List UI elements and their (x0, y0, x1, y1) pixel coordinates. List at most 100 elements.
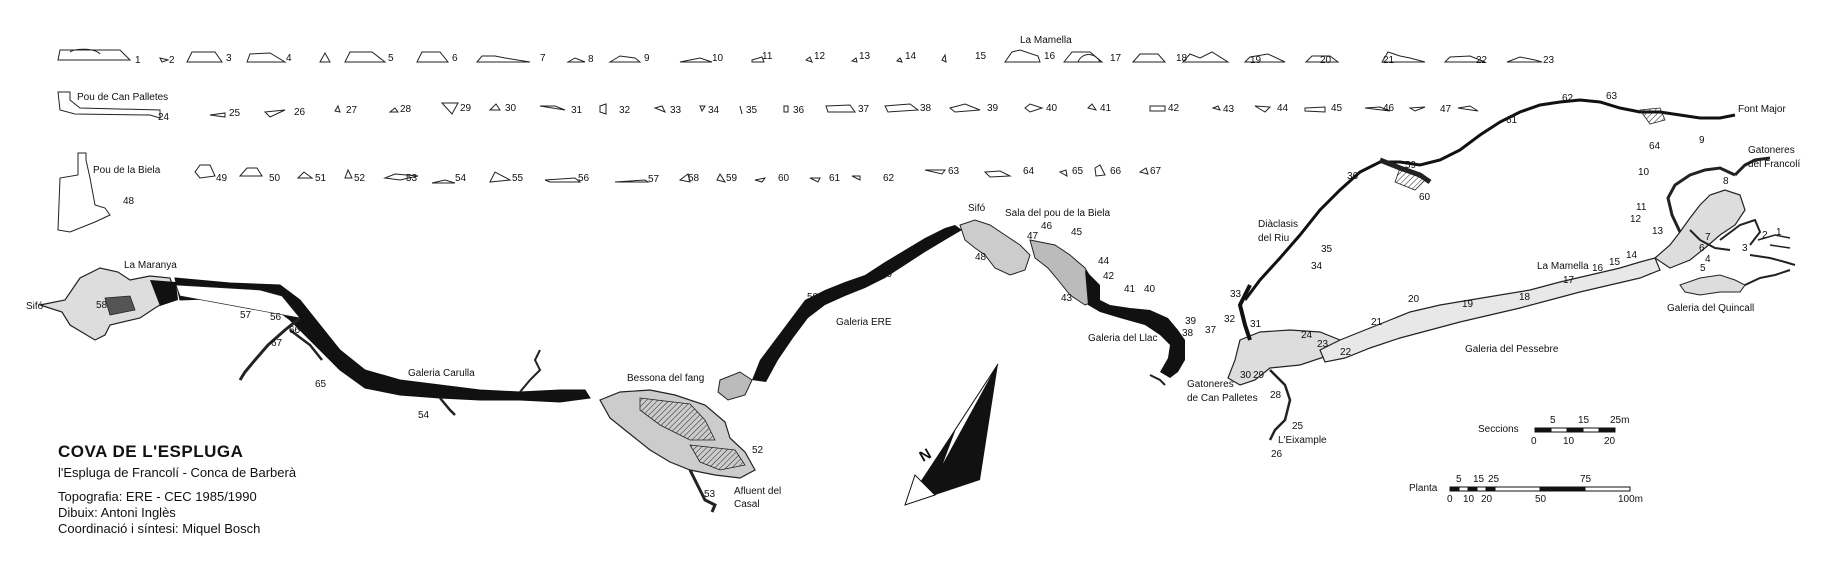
plan-number: 58 (96, 300, 108, 311)
plan-number: 66 (289, 325, 301, 336)
plan-number: 5 (1700, 263, 1706, 274)
section-number: 63 (948, 166, 960, 177)
plan-number: 41 (1124, 284, 1136, 295)
plan-number: 56 (270, 312, 282, 323)
plan-number: 28 (1270, 390, 1282, 401)
plan-number: 9 (1699, 135, 1705, 146)
plan-number: 46 (1041, 221, 1053, 232)
section-number: 65 (1072, 166, 1084, 177)
plan-number: 37 (1205, 325, 1217, 336)
section-number: 8 (588, 54, 594, 65)
plan-number: 15 (1609, 257, 1621, 268)
plan-number: 12 (1630, 214, 1642, 225)
label-la-mamella: La Mamella (1537, 261, 1589, 272)
label-diaclasis-1: Diàclasis (1258, 219, 1299, 230)
sala-pou-biela (959, 219, 1031, 276)
section-number: 36 (793, 105, 805, 116)
label-galeria-quincall: Galeria del Quincall (1667, 303, 1755, 314)
plan-number: 64 (1649, 141, 1661, 152)
plan-number: 8 (1723, 176, 1729, 187)
plan-number: 38 (1182, 328, 1194, 339)
section-number: 16 (1044, 51, 1056, 62)
label-pou-biela: Pou de la Biela (93, 165, 161, 176)
plan-number: 50 (807, 292, 819, 303)
scale-planta-label: Planta (1409, 483, 1438, 494)
section-number: 10 (712, 53, 724, 64)
label-galeria-carulla: Galeria Carulla (408, 368, 475, 379)
gatoneres-can-palletes (1227, 329, 1341, 386)
scale-seccions-bottom: 20 (1604, 436, 1616, 447)
section-number: 56 (578, 173, 590, 184)
plan-number: 26 (1271, 449, 1283, 460)
section-number: 54 (455, 173, 467, 184)
label-galeria-ere: Galeria ERE (836, 317, 892, 328)
section-number: 17 (1110, 53, 1122, 64)
section-number: 43 (1223, 104, 1235, 115)
scale-planta-bottom: 0 (1447, 494, 1453, 505)
section-number: 21 (1383, 55, 1395, 66)
scale-planta (1449, 486, 1631, 492)
plan-number: 33 (1230, 289, 1242, 300)
plan-number: 3 (1742, 243, 1748, 254)
plan-number: 16 (1592, 263, 1604, 274)
plan-number: 17 (1563, 275, 1575, 286)
section-number: 35 (746, 105, 758, 116)
section-number: 37 (858, 104, 870, 115)
section-number: 52 (354, 173, 366, 184)
label-galeria-llac: Galeria del Llac (1088, 333, 1158, 344)
scale-planta-top: 25 (1488, 474, 1500, 485)
section-number: 19 (1250, 55, 1262, 66)
section-number: 58 (688, 173, 700, 184)
section-number: 6 (452, 53, 458, 64)
section-number: 23 (1543, 55, 1555, 66)
section-number: 29 (460, 103, 472, 114)
section-number: 48 (123, 196, 135, 207)
plan-number: 53 (704, 489, 716, 500)
plan-number: 60 (1419, 192, 1431, 203)
section-number: 66 (1110, 166, 1122, 177)
label-la-maranya: La Maranya (124, 260, 177, 271)
label-galeria-pessebre: Galeria del Pessebre (1465, 344, 1559, 355)
label-diaclasis-2: del Riu (1258, 233, 1290, 244)
plan-number: 52 (752, 445, 764, 456)
label-sifo-mid: Sifó (968, 203, 986, 214)
section-number: 38 (920, 103, 932, 114)
section-number: 61 (829, 173, 841, 184)
plan-number: 4 (1705, 254, 1711, 265)
section-number: 41 (1100, 103, 1112, 114)
plan-number: 13 (1652, 226, 1664, 237)
scale-planta-bottom: 50 (1535, 494, 1547, 505)
section-number: 50 (269, 173, 281, 184)
plan-number: 23 (1317, 339, 1329, 350)
plan-number: 14 (1626, 250, 1638, 261)
section-number: 33 (670, 105, 682, 116)
plan-number: 30 (1240, 370, 1252, 381)
plan-number: 21 (1371, 317, 1383, 328)
label-afluent-casal-1: Afluent del (734, 486, 782, 497)
section-number: 7 (540, 53, 546, 64)
plan-number: 57 (240, 310, 252, 321)
credit-coordinacio: Coordinació i síntesi: Miquel Bosch (58, 521, 261, 536)
section-number: 24 (158, 112, 170, 123)
section-number: 46 (1383, 103, 1395, 114)
section-number: 53 (406, 173, 418, 184)
section-number: 27 (346, 105, 358, 116)
label-font-major: Font Major (1738, 104, 1786, 115)
section-profiles-row1 (57, 48, 1543, 63)
scale-seccions-label: Seccions (1478, 424, 1519, 435)
plan-number: 62 (1562, 93, 1574, 104)
section-number: 32 (619, 105, 631, 116)
scale-seccions-top: 15 (1578, 415, 1590, 426)
section-number: 26 (294, 107, 306, 118)
section-number: 39 (987, 103, 999, 114)
label-gatoneres-francoli-1: Gatoneres (1748, 145, 1795, 156)
scale-planta-bottom: 100m (1618, 494, 1644, 505)
section-number: 31 (571, 105, 583, 116)
section-number: 55 (512, 173, 524, 184)
plan-number: 59 (1405, 160, 1417, 171)
plan-number: 47 (1027, 231, 1039, 242)
scale-planta-top: 5 (1456, 474, 1462, 485)
section-number: 12 (814, 51, 826, 62)
plan-number: 31 (1250, 319, 1262, 330)
plan-number: 2 (1762, 230, 1768, 241)
